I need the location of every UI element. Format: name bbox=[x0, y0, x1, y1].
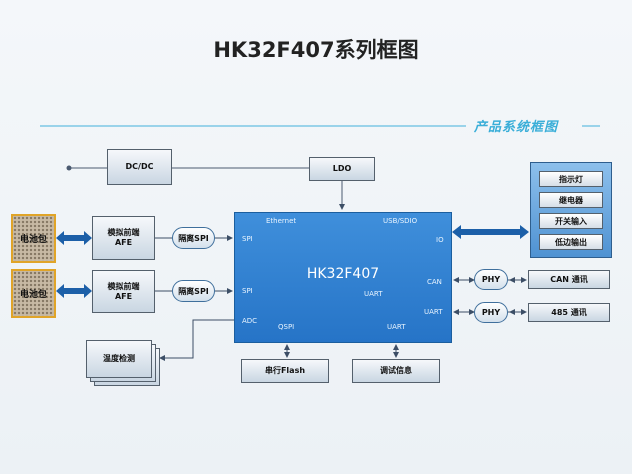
iso-spi-1-label: 隔离SPI bbox=[178, 233, 209, 243]
phy-1-label: PHY bbox=[481, 275, 501, 284]
battery-pack-2-label: 电池包 bbox=[19, 290, 47, 300]
temp-stack: 温度检测 bbox=[86, 340, 160, 386]
io-link bbox=[452, 225, 529, 239]
ldo-block: LDO bbox=[309, 157, 375, 181]
afe-1-line-1: 模拟前端 bbox=[107, 228, 140, 237]
can-comm-block: CAN 通讯 bbox=[528, 270, 610, 289]
afe-1-line-2: AFE bbox=[114, 238, 133, 247]
ldo-label: LDO bbox=[332, 164, 352, 173]
afe-2-line-2: AFE bbox=[114, 291, 133, 301]
debug-info-block: 调试信息 bbox=[352, 359, 440, 383]
serial-flash-block: 串行Flash bbox=[241, 359, 329, 383]
port-qspi: QSPI bbox=[278, 323, 295, 331]
port-spi-2: SPI bbox=[242, 287, 253, 295]
port-adc: ADC bbox=[242, 317, 258, 325]
temp-detect-label: 温度检测 bbox=[103, 354, 135, 363]
port-io: IO bbox=[436, 236, 444, 244]
battery-afe-link-2 bbox=[56, 284, 92, 298]
serial-flash-label: 串行Flash bbox=[264, 366, 306, 375]
debug-info-label: 调试信息 bbox=[380, 366, 412, 375]
section-subtitle: 产品系统框图 bbox=[474, 120, 559, 135]
rs485-comm-label: 485 通讯 bbox=[551, 307, 587, 317]
rs485-comm-block: 485 通讯 bbox=[528, 303, 610, 322]
port-ethernet: Ethernet bbox=[266, 217, 297, 225]
battery-afe-link-1 bbox=[56, 231, 92, 245]
phy-1: PHY bbox=[474, 269, 508, 290]
afe-2-line-1: 模拟前端 bbox=[107, 281, 140, 291]
low-side-output-chip: 低边输出 bbox=[539, 234, 603, 250]
page-title: HK32F407系列框图 bbox=[213, 38, 419, 62]
iso-spi-2: 隔离SPI bbox=[172, 280, 215, 302]
iso-spi-1: 隔离SPI bbox=[172, 227, 215, 249]
phy-2-label: PHY bbox=[481, 308, 501, 317]
switch-input-chip: 开关输入 bbox=[539, 213, 603, 229]
battery-pack-2: 电池包 bbox=[11, 269, 56, 318]
temp-detect-block: 温度检测 bbox=[86, 340, 152, 378]
adc-temp-line bbox=[159, 319, 234, 361]
io-group: 指示灯 继电器 开关输入 低边输出 bbox=[530, 162, 612, 258]
power-input-dot bbox=[66, 165, 72, 171]
afe-block-1: 模拟前端 AFE bbox=[92, 216, 155, 260]
port-uart-right: UART bbox=[424, 308, 443, 316]
port-usb-sdio: USB/SDIO bbox=[383, 217, 418, 225]
mcu-name: HK32F407 bbox=[306, 266, 380, 282]
relay-chip: 继电器 bbox=[539, 192, 603, 208]
battery-pack-1-label: 电池包 bbox=[19, 235, 47, 245]
afe-block-2: 模拟前端 AFE bbox=[92, 270, 155, 313]
dcdc-label: DC/DC bbox=[125, 162, 154, 171]
port-spi-1: SPI bbox=[242, 235, 253, 243]
battery-pack-1: 电池包 bbox=[11, 214, 56, 263]
port-can: CAN bbox=[427, 278, 442, 286]
mcu-block: Ethernet USB/SDIO IO SPI SPI HK32F407 CA… bbox=[234, 212, 452, 343]
indicator-light-chip: 指示灯 bbox=[539, 171, 603, 187]
dcdc-block: DC/DC bbox=[107, 149, 172, 185]
power-line bbox=[70, 167, 345, 210]
port-uart-mid: UART bbox=[364, 290, 383, 298]
can-comm-label: CAN 通讯 bbox=[550, 274, 588, 284]
port-uart-bottom: UART bbox=[387, 323, 406, 331]
iso-spi-2-label: 隔离SPI bbox=[178, 286, 209, 296]
phy-2: PHY bbox=[474, 302, 508, 323]
